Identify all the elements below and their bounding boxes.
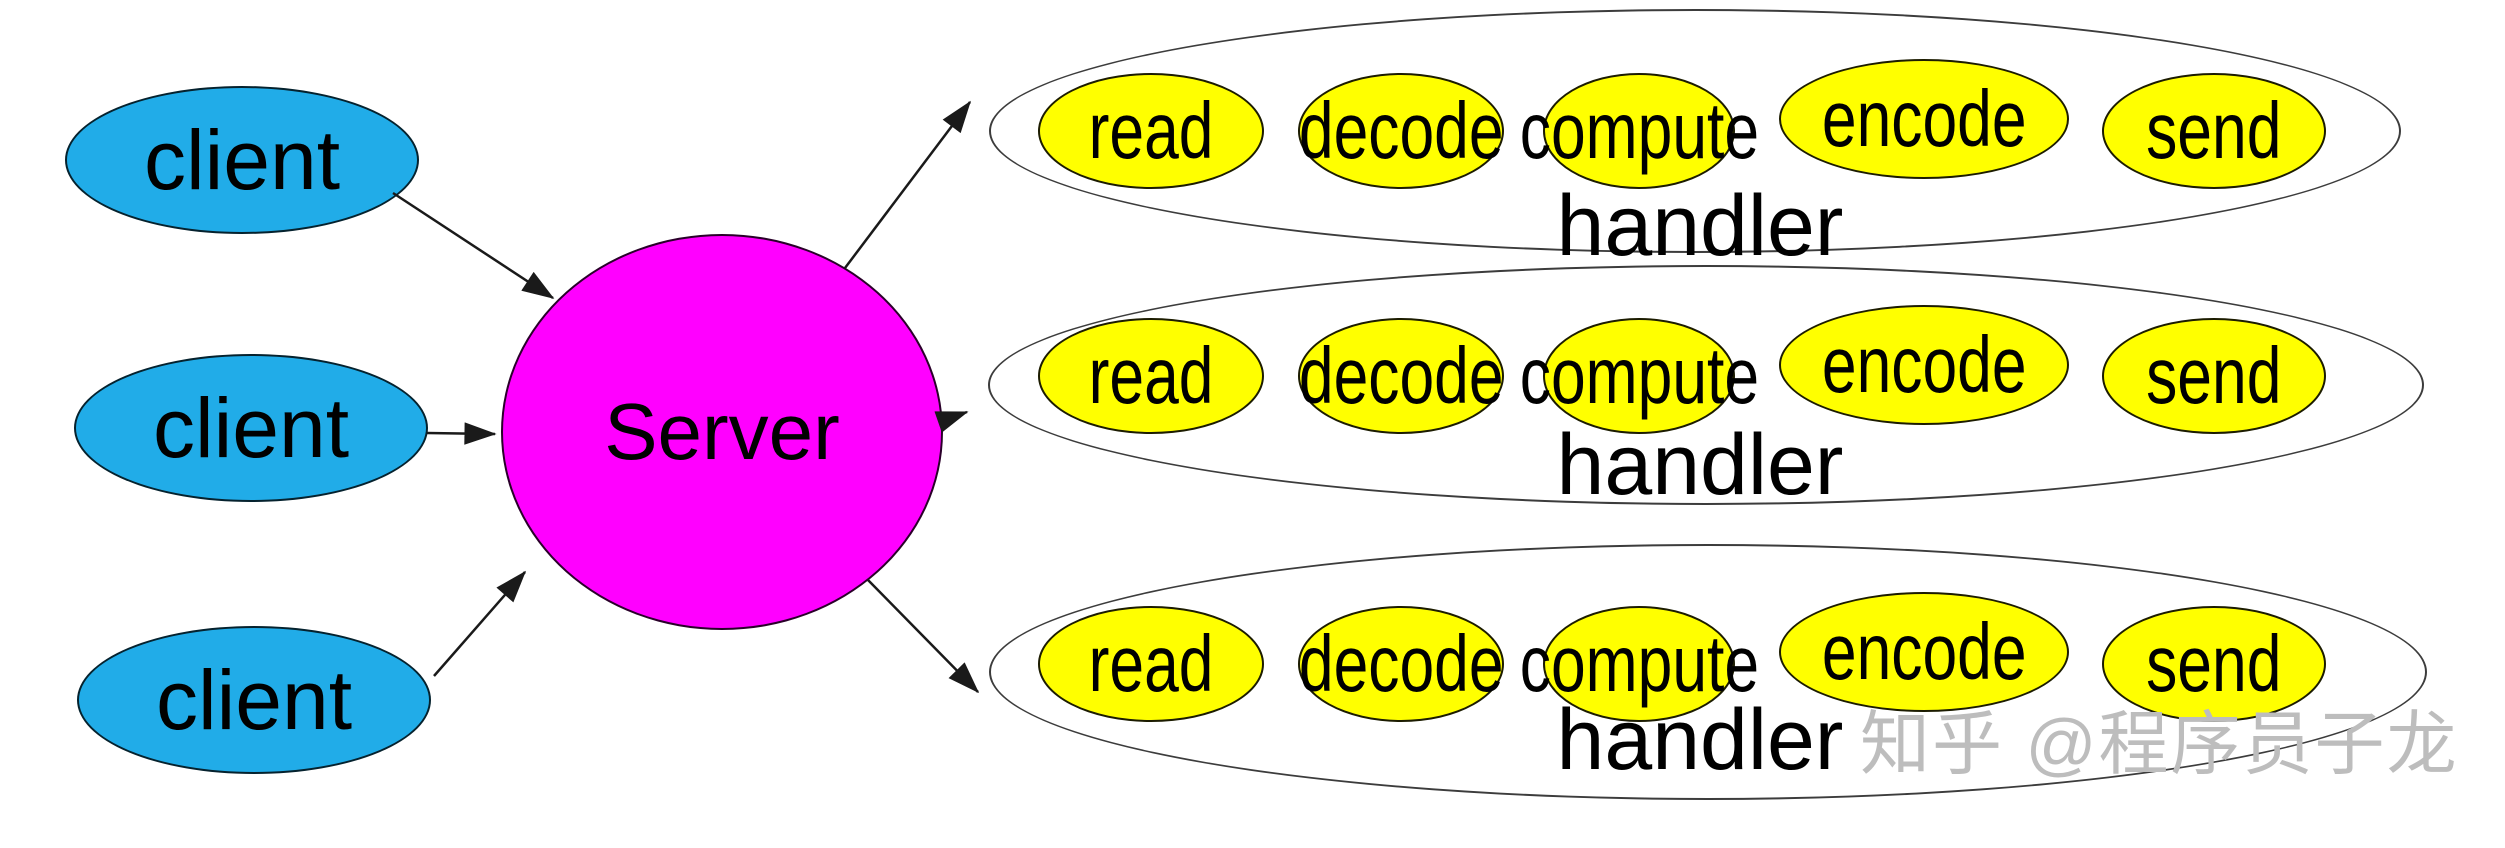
client-label: client bbox=[143, 112, 341, 207]
step-compute-2: compute bbox=[1519, 318, 1759, 434]
step-label: compute bbox=[1519, 86, 1759, 175]
client-label: client bbox=[152, 380, 350, 475]
arrow-server-to-handler3 bbox=[867, 579, 980, 694]
step-label: read bbox=[1088, 331, 1214, 420]
step-encode-3: encode bbox=[1779, 592, 2069, 712]
handler-label-3: handler bbox=[1556, 691, 1844, 788]
step-send-3: send bbox=[2102, 606, 2326, 722]
step-label: encode bbox=[1821, 74, 2027, 163]
step-label: compute bbox=[1519, 331, 1759, 420]
step-label: send bbox=[2146, 619, 2282, 708]
step-label: send bbox=[2146, 331, 2282, 420]
server-node: Server bbox=[501, 234, 943, 630]
step-encode-2: encode bbox=[1779, 305, 2069, 425]
step-label: decode bbox=[1298, 86, 1504, 175]
step-decode-1: decode bbox=[1298, 73, 1504, 189]
step-decode-3: decode bbox=[1298, 606, 1504, 722]
step-compute-1: compute bbox=[1519, 73, 1759, 189]
arrow-client1-to-server bbox=[392, 191, 555, 300]
step-send-2: send bbox=[2102, 318, 2326, 434]
step-label: decode bbox=[1298, 619, 1504, 708]
step-compute-3: compute bbox=[1519, 606, 1759, 722]
arrow-client3-to-server bbox=[433, 570, 527, 677]
step-decode-2: decode bbox=[1298, 318, 1504, 434]
step-read-2: read bbox=[1038, 318, 1264, 434]
arrow-client2-to-server bbox=[426, 422, 497, 445]
step-encode-1: encode bbox=[1779, 59, 2069, 179]
server-label: Server bbox=[604, 387, 840, 476]
arrow-server-to-handler2 bbox=[934, 410, 969, 433]
step-label: compute bbox=[1519, 619, 1759, 708]
client-node-2: client bbox=[74, 354, 428, 502]
client-label: client bbox=[155, 652, 353, 747]
client-node-1: client bbox=[65, 86, 419, 234]
step-read-1: read bbox=[1038, 73, 1264, 189]
client-node-3: client bbox=[77, 626, 431, 774]
step-label: decode bbox=[1298, 331, 1504, 420]
step-label: send bbox=[2146, 86, 2282, 175]
step-label: read bbox=[1088, 619, 1214, 708]
step-read-3: read bbox=[1038, 606, 1264, 722]
step-label: read bbox=[1088, 86, 1214, 175]
handler-label-1: handler bbox=[1556, 177, 1844, 274]
step-label: encode bbox=[1821, 607, 2027, 696]
arrow-server-to-handler1 bbox=[844, 100, 971, 269]
step-send-1: send bbox=[2102, 73, 2326, 189]
watermark-text: 知乎 @程序员子龙 bbox=[1860, 705, 2459, 783]
handler-label-2: handler bbox=[1556, 416, 1844, 513]
step-label: encode bbox=[1821, 320, 2027, 409]
